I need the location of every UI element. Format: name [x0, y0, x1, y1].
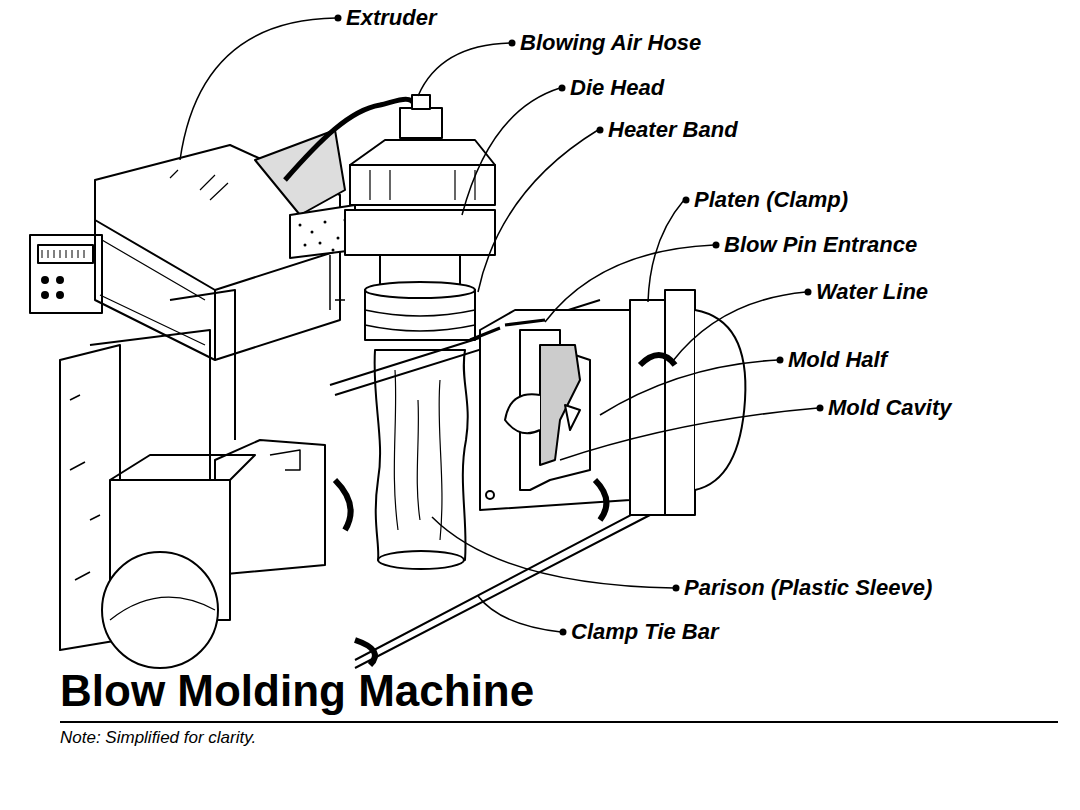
title-rule	[60, 721, 1058, 723]
part-label: Clamp Tie Bar	[571, 619, 719, 645]
part-label: Blowing Air Hose	[520, 30, 701, 56]
part-label: Water Line	[816, 279, 928, 305]
part-label: Platen (Clamp)	[694, 187, 848, 213]
leader-dots	[335, 15, 824, 636]
part-label: Mold Half	[788, 347, 887, 373]
part-label: Blow Pin Entrance	[724, 232, 917, 258]
diagram-title: Blow Molding Machine	[60, 666, 534, 716]
part-label: Die Head	[570, 75, 664, 101]
leader-lines	[180, 18, 818, 632]
part-label: Extruder	[346, 5, 436, 31]
part-label: Mold Cavity	[828, 395, 951, 421]
part-label: Parison (Plastic Sleeve)	[684, 575, 932, 601]
diagram-caption: Note: Simplified for clarity.	[60, 728, 256, 748]
part-label: Heater Band	[608, 117, 738, 143]
